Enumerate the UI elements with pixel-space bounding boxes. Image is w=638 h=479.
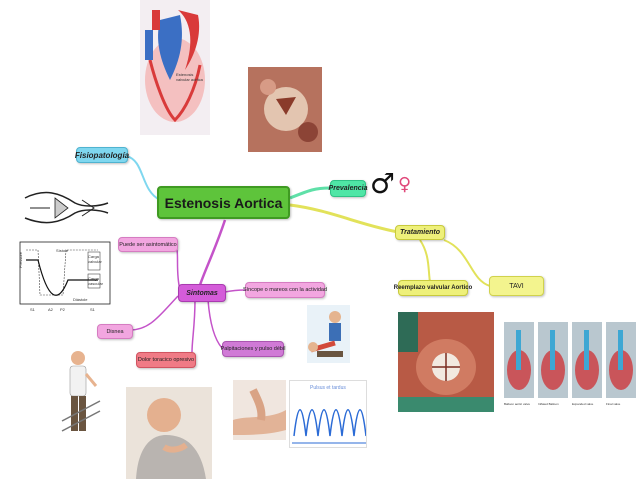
tavi-sequence: Balloon aortic valve Inflated Balloon Ex… <box>502 320 638 412</box>
topic-tavi[interactable]: TAVI <box>489 276 544 296</box>
link-tavi <box>443 239 491 287</box>
pressure-tick-2: A2 <box>48 307 53 312</box>
pulse-label: Pulsus et tardus <box>310 385 346 391</box>
link-asintomatico <box>174 244 181 291</box>
dyspnea-illustration <box>60 346 102 446</box>
pressure-tick-1: S1 <box>30 307 35 312</box>
pressure-tick-3: P2 <box>60 307 65 312</box>
link-reemplazo <box>419 239 431 283</box>
female-symbol: ♀ <box>398 174 412 195</box>
surgery-photo <box>398 312 494 412</box>
syncope-illustration <box>307 305 350 363</box>
pressure-tick-4: S1 <box>90 307 95 312</box>
pulse-wave-chart: Pulsus et tardus <box>289 380 367 448</box>
link-dolor <box>191 299 196 353</box>
link-fisiopatologia <box>125 155 161 201</box>
pressure-ylabel: Pressure <box>18 251 23 268</box>
tavi-caption-1: Balloon aortic valve <box>504 402 531 406</box>
link-sintomas <box>198 219 227 286</box>
pressure-annotation-3: Sístole <box>56 248 69 253</box>
link-tratamiento <box>289 203 399 234</box>
tavi-caption-2: Inflated Balloon <box>538 402 559 406</box>
valve-photo <box>248 67 322 152</box>
topic-tratamiento[interactable]: Tratamiento <box>395 225 445 240</box>
heart-illustration: Estenosis valvular aórtica <box>140 0 210 135</box>
wrist-pulse-photo <box>233 380 286 440</box>
valve-diagram <box>20 178 110 236</box>
symptom-asintomatico[interactable]: Puede ser asintomático <box>118 237 178 252</box>
chest-pain-photo <box>126 387 212 479</box>
pressure-annotation-2: Carga vascular <box>88 276 103 286</box>
topic-sintomas[interactable]: Sintomas <box>178 284 226 302</box>
central-topic[interactable]: Estenosis Aortica <box>157 186 290 219</box>
pressure-annotation-1: Carga valvular <box>88 254 102 264</box>
tavi-caption-3: Expanded valve <box>572 402 594 406</box>
tavi-caption-4: Final valve <box>606 402 621 406</box>
link-disnea <box>129 295 179 331</box>
male-symbol: ♂ <box>370 167 396 200</box>
link-palpitaciones <box>207 299 223 349</box>
symptom-dolor-toracico[interactable]: Dolor toracico opresivo <box>136 352 196 368</box>
topic-fisiopatologia[interactable]: Fisiopatología <box>75 147 129 163</box>
topic-reemplazo-valvular[interactable]: Reemplazo valvular Aortico <box>394 280 472 296</box>
symptom-sincope[interactable]: Síncope o mareos con la actividad <box>243 282 327 298</box>
heart-label: Estenosis valvular aórtica <box>176 72 203 82</box>
link-prevalencia <box>289 186 331 200</box>
pressure-chart: Pressure Carga valvular Carga vascular S… <box>18 240 113 315</box>
topic-prevalencia[interactable]: Prevalencia <box>329 180 367 197</box>
link-sincope <box>224 289 246 293</box>
symptom-disnea[interactable]: Disnea <box>97 324 133 339</box>
pressure-annotation-4: Diástole <box>73 297 88 302</box>
symptom-palpitaciones[interactable]: Palpitaciones y pulso débil <box>221 341 285 357</box>
